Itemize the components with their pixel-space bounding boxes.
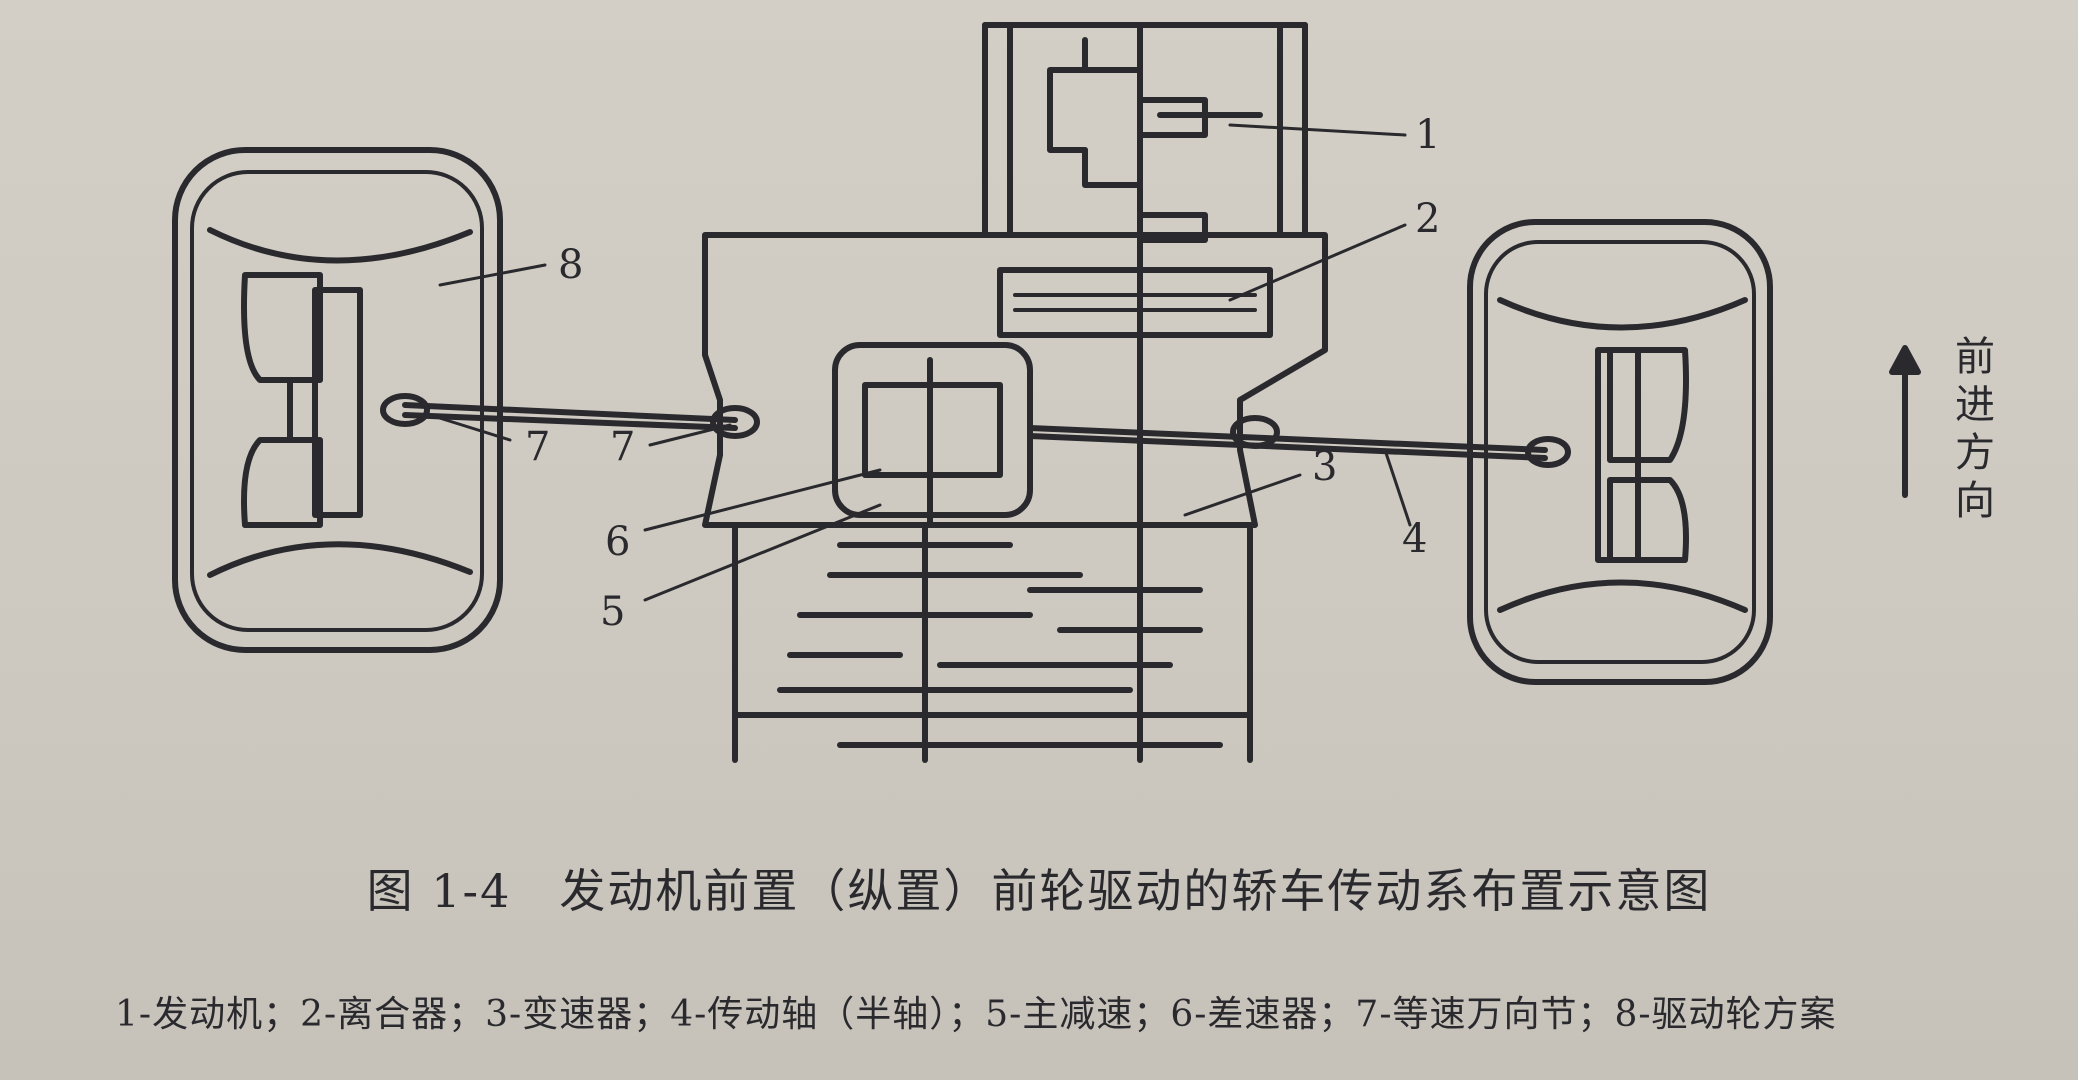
direction-char-1: 前 xyxy=(1955,334,1995,380)
label-cv-joint-inner: 7 xyxy=(610,424,635,470)
differential xyxy=(832,342,1033,528)
label-drive-wheel: 8 xyxy=(558,242,583,288)
right-half-shaft xyxy=(1027,415,1571,468)
left-half-shaft xyxy=(380,393,760,439)
arrow-up-icon xyxy=(1889,345,1921,498)
gearbox xyxy=(732,522,1253,763)
right-wheel xyxy=(1467,219,1773,685)
direction-char-2: 进 xyxy=(1955,382,1995,428)
transaxle-housing xyxy=(702,232,1328,528)
leader-lines xyxy=(428,123,1412,602)
label-engine: 1 xyxy=(1415,112,1440,158)
label-differential: 6 xyxy=(605,519,630,565)
figure-legend: 1-发动机；2-离合器；3-变速器；4-传动轴（半轴）；5-主减速；6-差速器；… xyxy=(115,994,1837,1035)
label-gearbox: 3 xyxy=(1312,444,1337,490)
engine-block xyxy=(982,22,1308,763)
label-final-drive: 5 xyxy=(600,589,625,635)
direction-char-4: 向 xyxy=(1955,478,1995,524)
label-clutch: 2 xyxy=(1415,196,1440,242)
label-driveshaft: 4 xyxy=(1402,516,1427,562)
direction-char-3: 方 xyxy=(1955,430,1995,476)
figure-caption: 图 1-4 发动机前置（纵置）前轮驱动的轿车传动系布置示意图 xyxy=(366,864,1712,918)
label-cv-joint-outer: 7 xyxy=(525,424,550,470)
left-wheel xyxy=(172,147,503,653)
